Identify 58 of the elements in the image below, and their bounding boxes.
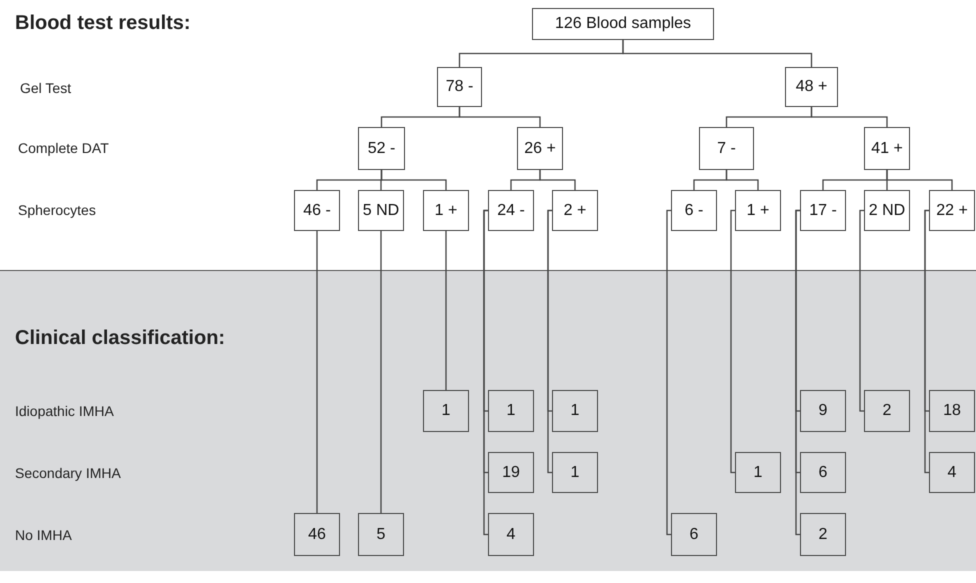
- count-box: 7 -: [699, 127, 754, 170]
- connector-line: [726, 170, 759, 190]
- connector-line: [458, 107, 541, 127]
- row-label: Secondary IMHA: [15, 465, 121, 481]
- count-box: 46 -: [294, 190, 340, 231]
- connector-line: [445, 231, 447, 390]
- count-box: 126 Blood samples: [532, 8, 714, 40]
- count-box: 5 ND: [358, 190, 404, 231]
- row-label: Gel Test: [20, 80, 72, 96]
- count-box: 22 +: [929, 190, 975, 231]
- count-box: 6: [671, 513, 717, 556]
- count-box: 46: [294, 513, 340, 556]
- count-box: 2: [800, 513, 846, 556]
- count-box: 78 -: [437, 67, 482, 107]
- count-box: 24 -: [488, 190, 534, 231]
- count-box: 2 ND: [864, 190, 910, 231]
- row-label: Spherocytes: [18, 202, 96, 218]
- count-box: 1 +: [735, 190, 781, 231]
- connector-line: [483, 210, 488, 536]
- count-box: 4: [929, 452, 975, 493]
- count-box: 1: [552, 390, 598, 432]
- connector-line: [380, 170, 447, 190]
- connector-line: [539, 170, 576, 190]
- count-box: 17 -: [800, 190, 846, 231]
- count-box: 2 +: [552, 190, 598, 231]
- connector-line: [730, 210, 735, 474]
- row-label: Complete DAT: [18, 140, 109, 156]
- count-box: 1: [735, 452, 781, 493]
- count-box: 5: [358, 513, 404, 556]
- count-box: 6: [800, 452, 846, 493]
- connector-line: [316, 231, 318, 513]
- count-box: 6 -: [671, 190, 717, 231]
- row-label: No IMHA: [15, 527, 72, 543]
- connector-line: [810, 107, 888, 127]
- connector-line: [666, 210, 671, 536]
- connector-line: [859, 210, 864, 412]
- connector-line: [886, 170, 953, 190]
- connector-line: [924, 210, 929, 474]
- count-box: 18: [929, 390, 975, 432]
- section-heading: Blood test results:: [15, 12, 191, 35]
- count-box: 19: [488, 452, 534, 493]
- connector-line: [795, 210, 800, 536]
- count-box: 9: [800, 390, 846, 432]
- count-box: 1 +: [423, 190, 469, 231]
- count-box: 4: [488, 513, 534, 556]
- connector-line: [547, 210, 552, 474]
- count-box: 41 +: [864, 127, 910, 170]
- count-box: 26 +: [517, 127, 563, 170]
- count-box: 1: [423, 390, 469, 432]
- connector-line: [622, 40, 812, 67]
- count-box: 2: [864, 390, 910, 432]
- count-box: 48 +: [785, 67, 838, 107]
- count-box: 1: [488, 390, 534, 432]
- connector-line: [380, 231, 382, 513]
- count-box: 1: [552, 452, 598, 493]
- count-box: 52 -: [358, 127, 405, 170]
- section-heading: Clinical classification:: [15, 327, 226, 350]
- row-label: Idiopathic IMHA: [15, 403, 114, 419]
